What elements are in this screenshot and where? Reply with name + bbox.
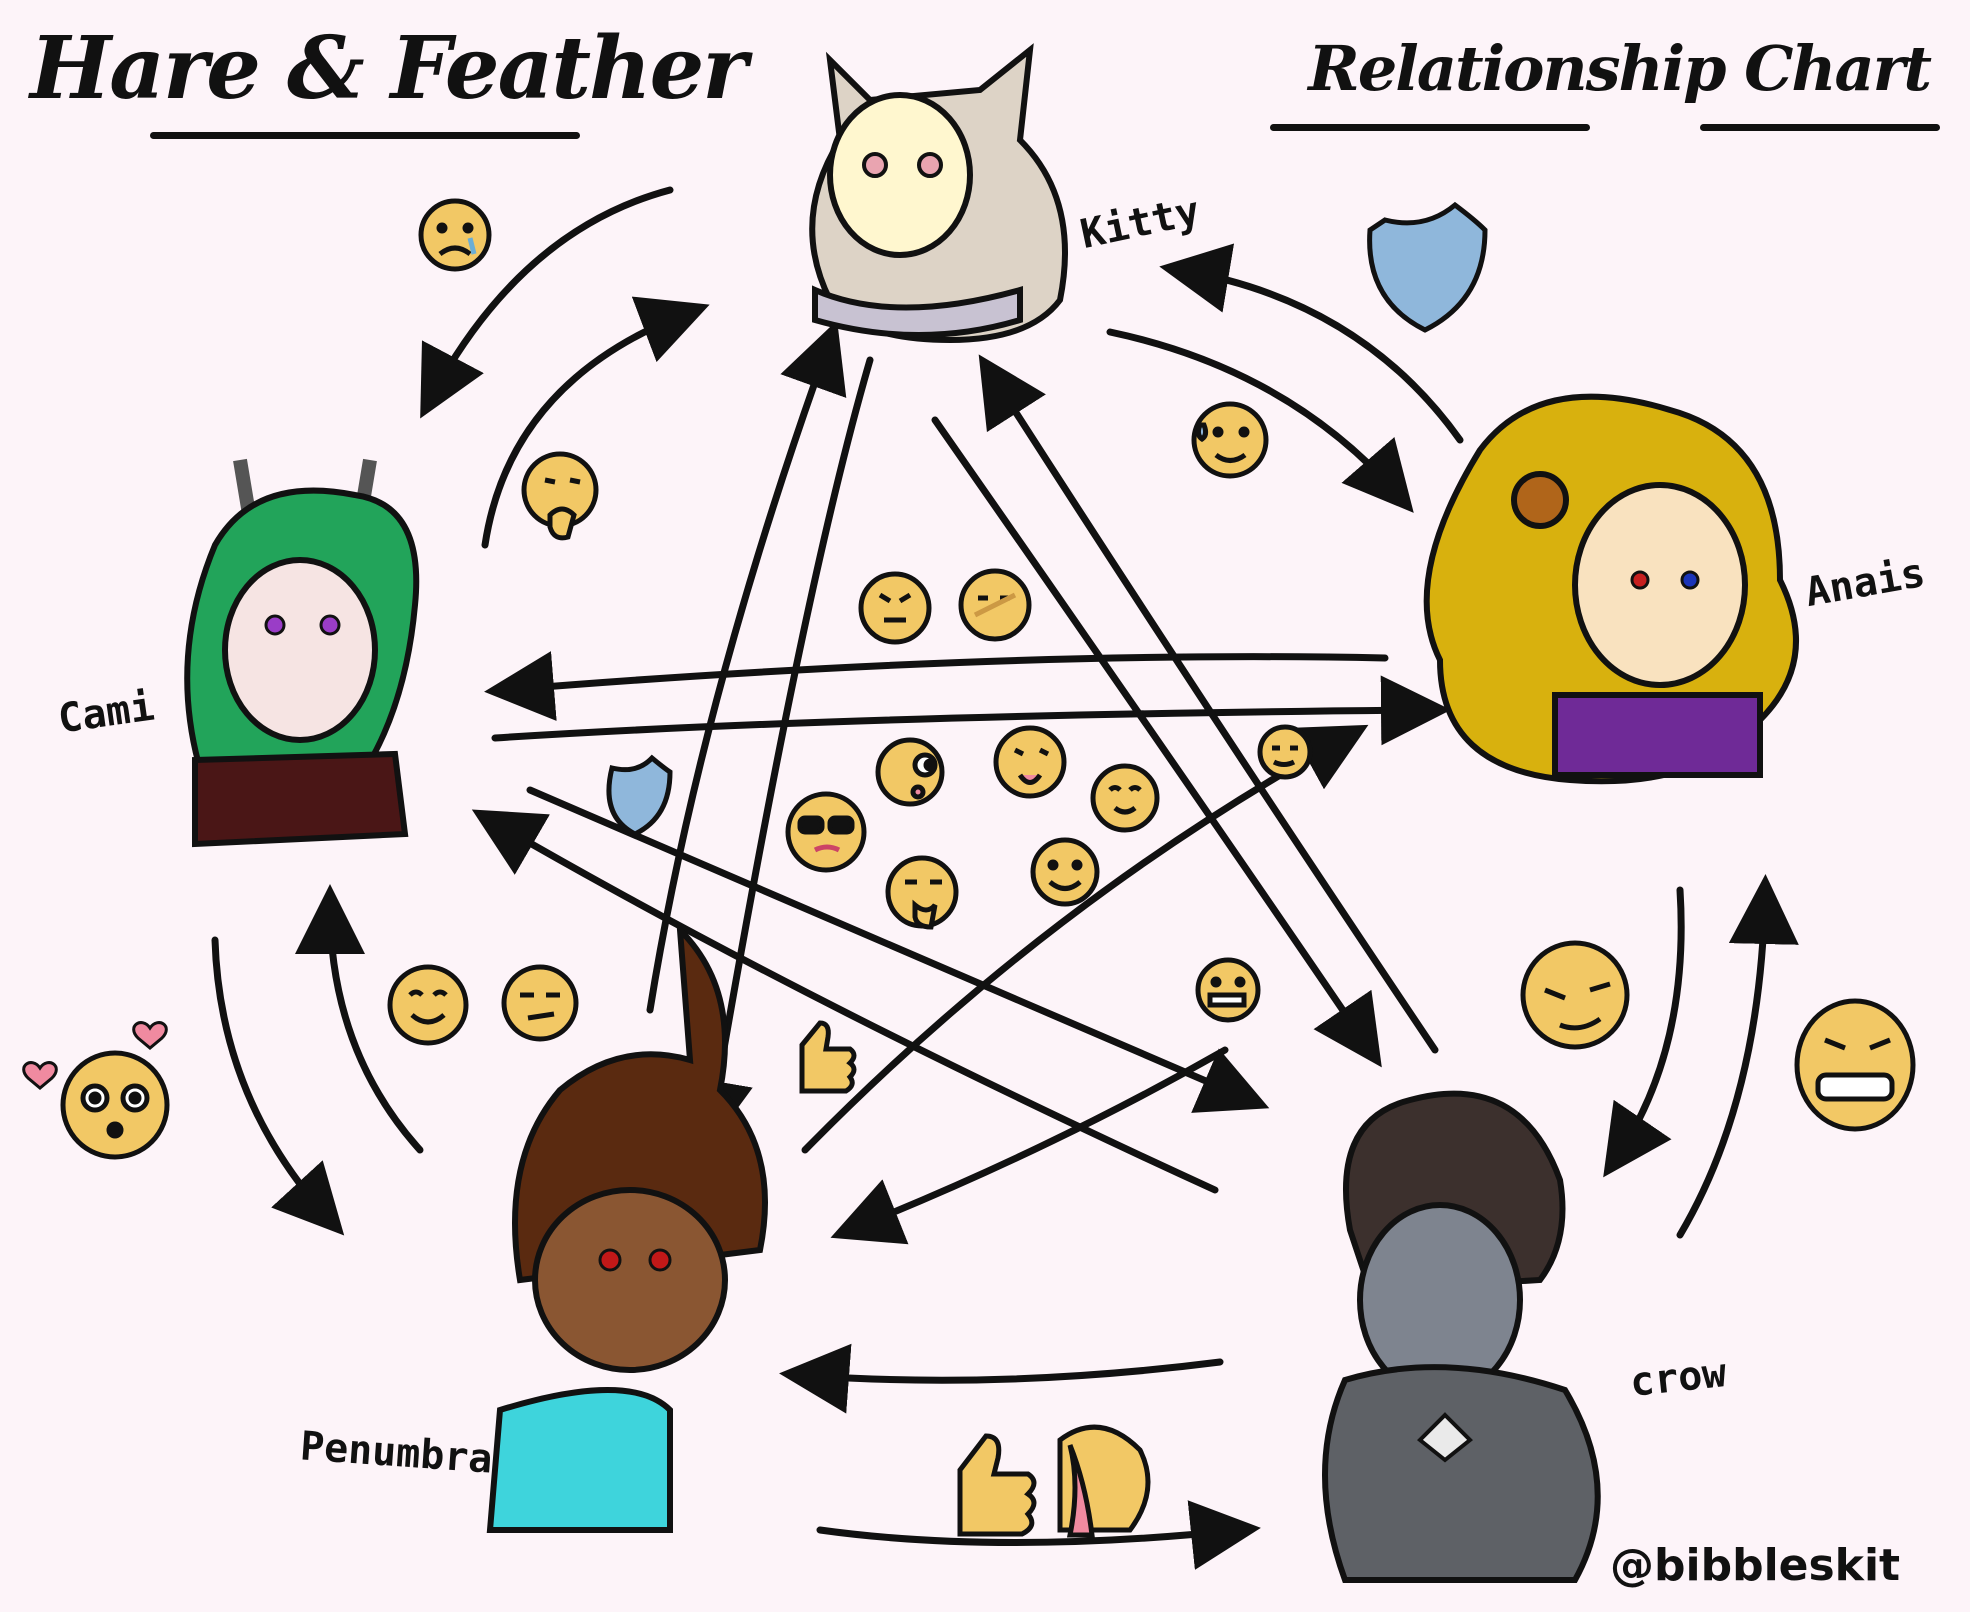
grimace-emoji	[1794, 998, 1916, 1132]
chart-title-left: Hare & Feather	[30, 18, 748, 119]
character-kitty	[809, 43, 1068, 344]
sweat-smile-emoji	[1191, 401, 1269, 479]
arrow-penumbra-to-anais	[801, 724, 1369, 1154]
arrow-penumbra-to-crow-bottom	[816, 1500, 1261, 1570]
shield-icon-middle	[606, 754, 673, 837]
arrow-cami-to-penumbra	[211, 936, 345, 1236]
smirk-emoji	[1520, 940, 1630, 1050]
thinking-emoji	[521, 451, 599, 541]
thumbs-up-emoji	[799, 1020, 857, 1094]
annoyed-emoji	[858, 571, 932, 645]
arrow-kitty-to-crow	[931, 416, 1382, 1068]
title-right-underline-1	[1270, 124, 1590, 131]
smug-emoji	[885, 855, 959, 930]
character-crow	[1322, 1090, 1601, 1583]
arrow-crow-to-cami	[471, 809, 1219, 1194]
blush-emoji	[958, 568, 1032, 642]
smile-emoji	[387, 964, 469, 1046]
character-penumbra	[486, 922, 768, 1533]
arrow-crow-to-kitty	[978, 354, 1439, 1054]
content-emoji	[1090, 763, 1160, 833]
character-anais	[1423, 393, 1799, 785]
tongue-emoji	[993, 725, 1067, 799]
heart-right	[132, 1021, 168, 1050]
arrow-anais-to-cami	[484, 651, 1389, 721]
title-left-underline	[150, 132, 580, 139]
arrow-crow-to-anais	[1676, 874, 1799, 1239]
arrow-cami-to-kitty	[481, 296, 710, 549]
shield-icon-top	[1367, 201, 1488, 333]
arrow-anais-to-kitty	[1159, 243, 1464, 444]
side-eye-emoji	[875, 737, 945, 807]
happy-emoji	[1030, 837, 1100, 907]
artist-credit: @bibbleskit	[1610, 1540, 1901, 1591]
crying-emoji	[418, 198, 492, 272]
smirk-emoji-small	[1257, 724, 1313, 780]
chart-title-right: Relationship Chart	[1308, 32, 1932, 105]
unamused-emoji	[501, 964, 579, 1042]
arrow-kitty-to-cami	[420, 186, 674, 419]
sunglasses-emoji	[785, 791, 867, 873]
arrow-kitty-to-penumbra	[683, 356, 874, 1151]
thumbs-up-big-emoji	[957, 1433, 1037, 1537]
grin-emoji-small	[1195, 957, 1261, 1023]
heart-left	[22, 1061, 58, 1090]
character-cami	[184, 458, 420, 848]
arrow-anais-to-crow	[1603, 886, 1685, 1178]
arrow-penumbra-to-cami	[295, 884, 424, 1154]
tongue-out-emoji	[1057, 1424, 1151, 1538]
flustered-emoji	[60, 1050, 170, 1160]
arrow-cami-to-anais	[491, 675, 1451, 746]
arrow-kitty-to-anais	[1106, 328, 1414, 513]
arrow-crow-to-penumbra	[830, 1046, 1229, 1245]
arrow-crow-to-penumbra-bottom	[779, 1343, 1224, 1414]
title-right-underline-2	[1700, 124, 1940, 131]
